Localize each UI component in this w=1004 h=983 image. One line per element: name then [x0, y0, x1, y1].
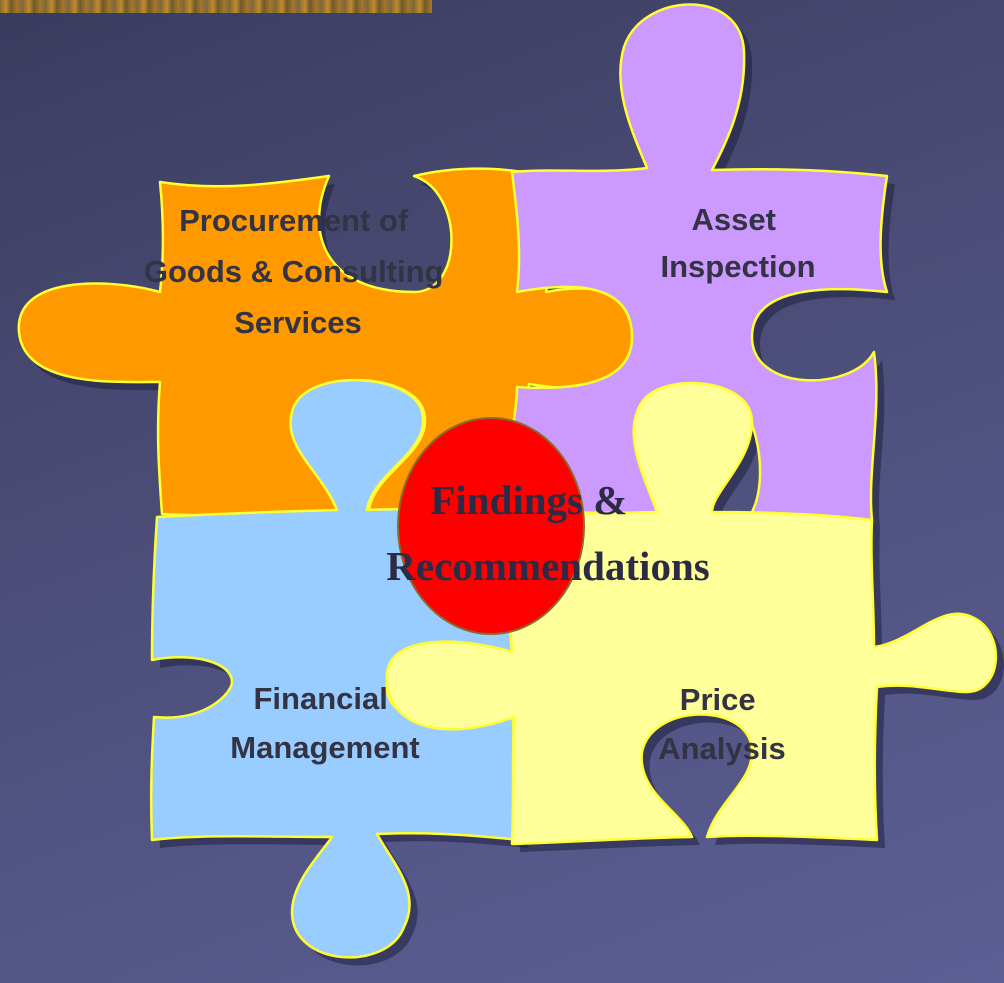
label-financial: Financial Management: [230, 681, 419, 765]
label-asset-line1: Asset: [691, 202, 775, 237]
label-procurement-line1: Procurement of: [179, 203, 409, 238]
label-asset-line2: Inspection: [660, 249, 815, 284]
puzzle-piece-price: [385, 381, 997, 846]
center-label-line2: Recommendations: [386, 543, 709, 589]
label-price-line1: Price: [680, 682, 756, 717]
label-procurement-line2: Goods & Consulting: [144, 254, 444, 289]
label-price: Price Analysis: [658, 682, 786, 766]
decorative-banner: [0, 0, 432, 13]
label-financial-line1: Financial: [254, 681, 388, 716]
label-procurement: Procurement of Goods & Consulting Servic…: [144, 203, 452, 340]
center-circle: [397, 417, 585, 635]
puzzle-piece-asset: [507, 3, 889, 522]
center-label-line1: Findings &: [430, 477, 627, 523]
label-procurement-line3: Services: [234, 305, 362, 340]
label-price-line2: Analysis: [658, 731, 786, 766]
center-label: Findings & Recommendations: [386, 477, 709, 589]
label-financial-line2: Management: [230, 730, 419, 765]
label-asset: Asset Inspection: [660, 202, 815, 284]
